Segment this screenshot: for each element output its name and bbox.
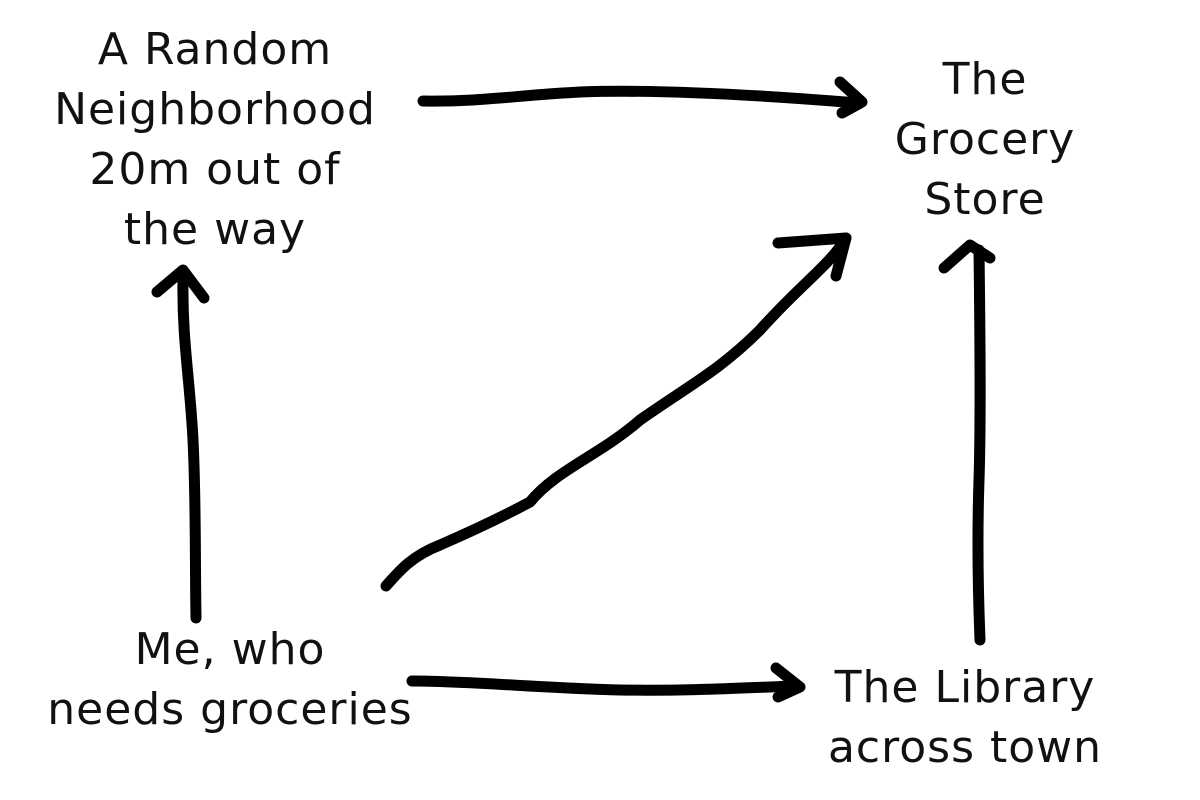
arrow-shaft (380, 232, 852, 592)
arrowhead (151, 264, 210, 304)
arrowhead (834, 76, 868, 119)
node-library: The Library across town (795, 658, 1135, 778)
arrow-me-to-grocery (380, 232, 852, 592)
node-label-line: 20m out of (89, 144, 341, 195)
arrowhead (770, 662, 806, 703)
arrow-shaft (406, 675, 801, 696)
arrow-library-to-grocery (938, 239, 996, 646)
node-label-line: across town (827, 722, 1103, 773)
node-grocery-store: The Grocery Store (860, 50, 1110, 230)
arrow-me-to-library (406, 662, 806, 703)
arrow-shaft (177, 274, 202, 624)
arrowhead (772, 232, 852, 282)
node-label-line: Store (924, 174, 1046, 225)
node-label-line: Me, who (134, 624, 326, 675)
arrowhead (938, 239, 996, 274)
arrow-me-to-neighborhood (151, 264, 210, 624)
node-label-line: Grocery (894, 114, 1076, 165)
node-neighborhood: A Random Neighborhood 20m out of the way (20, 20, 410, 260)
arrow-neighborhood-to-grocery (417, 76, 868, 119)
node-label-line: needs groceries (47, 684, 413, 735)
node-label-line: the way (123, 204, 307, 255)
node-label-line: The Library (834, 662, 1096, 713)
node-label-line: A Random (97, 24, 333, 75)
node-label-line: The (942, 54, 1028, 105)
node-me: Me, who needs groceries (10, 620, 450, 740)
arrow-shaft (417, 85, 864, 109)
arrow-shaft (972, 244, 986, 646)
node-label-line: Neighborhood (54, 84, 376, 135)
